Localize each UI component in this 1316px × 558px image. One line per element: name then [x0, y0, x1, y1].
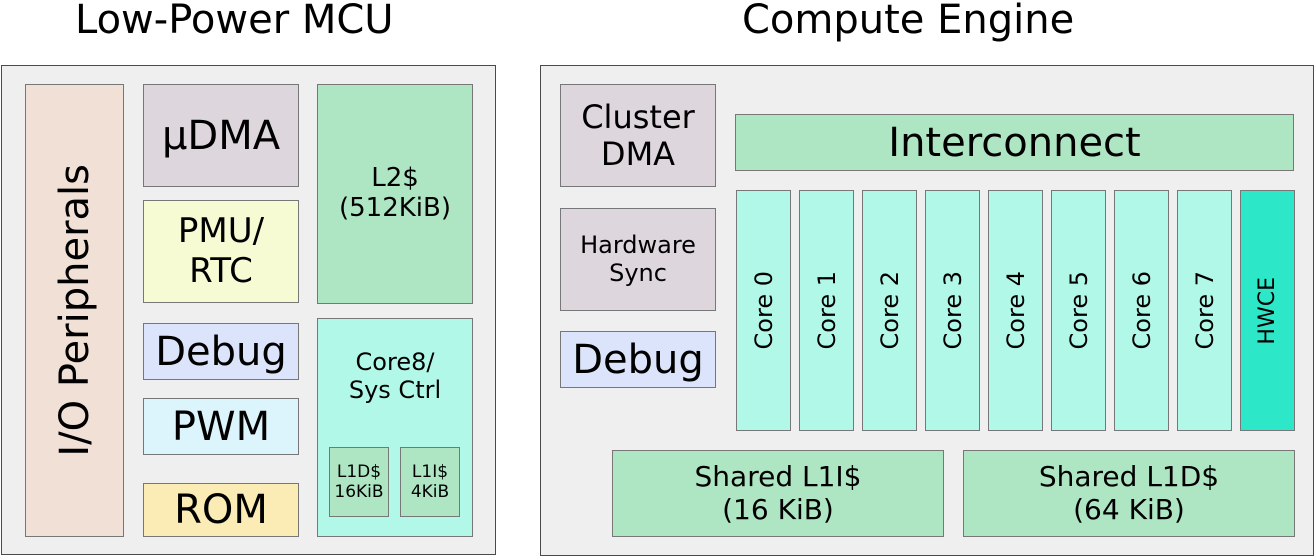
- engine-debug-label: Debug: [572, 336, 704, 383]
- rtc-label: RTC: [189, 250, 253, 291]
- core-0-block: Core 0: [736, 190, 791, 431]
- shared-l1d-size-label: (64 KiB): [1073, 492, 1185, 526]
- hwce-label: HWCE: [1255, 276, 1280, 345]
- engine-debug-block: Debug: [560, 331, 716, 388]
- compute-engine-title: Compute Engine: [742, 0, 1075, 43]
- mcu-debug-block: Debug: [143, 323, 299, 380]
- shared-l1d-block: Shared L1D$ (64 KiB): [963, 450, 1295, 537]
- sync-label: Sync: [609, 258, 667, 287]
- cluster-dma-block: Cluster DMA: [560, 84, 716, 187]
- core-5-block: Core 5: [1051, 190, 1106, 431]
- shared-l1i-label: Shared L1I$: [694, 460, 862, 494]
- core-2-block: Core 2: [862, 190, 917, 431]
- core-3-label: Core 3: [938, 271, 967, 350]
- core-6-block: Core 6: [1114, 190, 1169, 431]
- pwm-block: PWM: [143, 398, 299, 455]
- shared-l1i-block: Shared L1I$ (16 KiB): [612, 450, 944, 537]
- cluster-label: Cluster: [581, 97, 695, 136]
- core-0-label: Core 0: [749, 271, 778, 350]
- core-1-label: Core 1: [812, 271, 841, 350]
- core-2-label: Core 2: [875, 271, 904, 350]
- hardware-sync-block: Hardware Sync: [560, 208, 716, 311]
- pmu-label: PMU/: [177, 211, 265, 252]
- core-3-block: Core 3: [925, 190, 980, 431]
- l1d-cache-block: L1D$ 16KiB: [329, 447, 389, 517]
- core-1-block: Core 1: [799, 190, 854, 431]
- io-peripherals-label: I/O Peripherals: [51, 164, 98, 457]
- l2-size-label: (512KiB): [338, 193, 452, 223]
- l1i-size-label: 4KiB: [410, 482, 450, 502]
- core-4-label: Core 4: [1001, 271, 1030, 350]
- l1i-label: L1I$: [411, 461, 449, 482]
- interconnect-block: Interconnect: [735, 114, 1294, 171]
- l2-label: L2$: [371, 163, 419, 194]
- core-6-label: Core 6: [1127, 271, 1156, 350]
- io-peripherals-block: I/O Peripherals: [25, 84, 124, 537]
- udma-block: μDMA: [143, 84, 299, 187]
- l1d-label: L1D$: [336, 461, 382, 482]
- dma-label: DMA: [600, 134, 676, 173]
- core-7-block: Core 7: [1177, 190, 1232, 431]
- rom-block: ROM: [143, 483, 299, 537]
- core-4-block: Core 4: [988, 190, 1043, 431]
- core8-label: Core8/: [355, 348, 435, 376]
- udma-label: μDMA: [161, 112, 281, 159]
- mcu-debug-label: Debug: [155, 328, 287, 375]
- pwm-label: PWM: [171, 403, 271, 450]
- interconnect-label: Interconnect: [888, 119, 1141, 166]
- l2-cache-block: L2$ (512KiB): [317, 84, 473, 304]
- l1d-size-label: 16KiB: [334, 482, 384, 502]
- l1i-cache-block: L1I$ 4KiB: [400, 447, 460, 517]
- core-7-label: Core 7: [1190, 271, 1219, 350]
- shared-l1i-size-label: (16 KiB): [722, 492, 834, 526]
- shared-l1d-label: Shared L1D$: [1038, 460, 1220, 494]
- sys-ctrl-label: Sys Ctrl: [348, 375, 442, 404]
- hardware-label: Hardware: [580, 230, 696, 259]
- rom-label: ROM: [174, 487, 268, 533]
- low-power-mcu-title: Low-Power MCU: [75, 0, 394, 43]
- pmu-rtc-block: PMU/ RTC: [143, 200, 299, 303]
- core-5-label: Core 5: [1064, 271, 1093, 350]
- hwce-block: HWCE: [1240, 190, 1295, 431]
